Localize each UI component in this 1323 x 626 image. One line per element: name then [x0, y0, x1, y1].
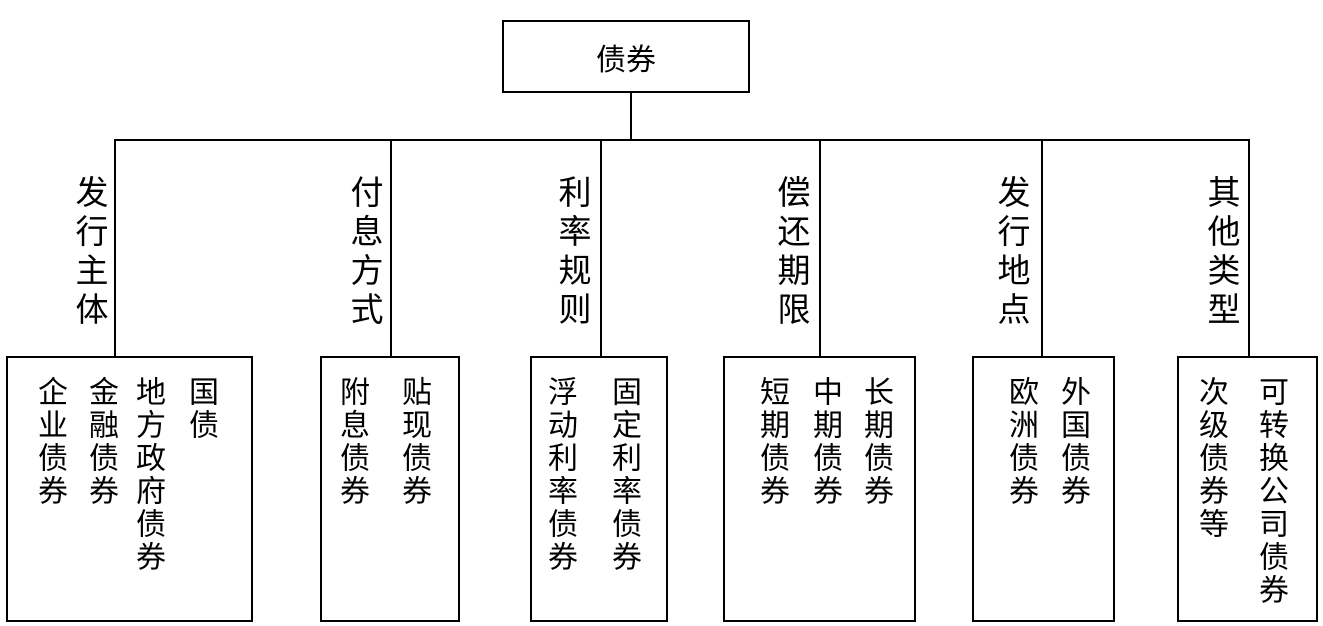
leaf-item: 浮动利率债券 [542, 376, 577, 574]
category-label-location: 发行地点 [992, 175, 1031, 331]
category-label-other: 其他类型 [1202, 175, 1241, 331]
leaf-box-issuer: 国债 地方政府债券 金融债券 企业债券 [6, 356, 253, 622]
category-label-interest-rate: 利率规则 [553, 175, 592, 331]
leaf-item: 中期债券 [807, 376, 842, 508]
main-bus-line [114, 139, 1250, 141]
connector-location [1041, 139, 1043, 356]
connector-interest-rate [600, 139, 602, 356]
category-label-issuer: 发行主体 [70, 175, 109, 331]
leaf-item: 可转换公司债券 [1253, 376, 1288, 607]
leaf-item: 长期债券 [858, 376, 893, 508]
leaf-box-interest-rate: 固定利率债券 浮动利率债券 [530, 356, 668, 622]
leaf-item: 固定利率债券 [606, 376, 641, 574]
leaf-item: 贴现债券 [396, 376, 431, 508]
connector-interest-payment [390, 139, 392, 356]
leaf-item: 外国债券 [1055, 376, 1090, 508]
leaf-box-maturity: 长期债券 中期债券 短期债券 [723, 356, 916, 622]
root-connector [630, 93, 632, 140]
connector-other [1248, 139, 1250, 356]
leaf-item: 次级债券等 [1193, 376, 1228, 541]
connector-maturity [819, 139, 821, 356]
category-label-interest-payment: 付息方式 [345, 175, 384, 331]
leaf-item: 国债 [183, 376, 218, 442]
leaf-box-other: 可转换公司债券 次级债券等 [1177, 356, 1318, 622]
leaf-item: 附息债券 [334, 376, 369, 508]
category-label-maturity: 偿还期限 [772, 175, 811, 331]
leaf-box-interest-payment: 贴现债券 附息债券 [320, 356, 460, 622]
root-node: 债券 [502, 20, 750, 93]
leaf-item: 欧洲债券 [1003, 376, 1038, 508]
leaf-item: 金融债券 [83, 376, 118, 508]
root-label: 债券 [596, 42, 656, 78]
leaf-item: 地方政府债券 [130, 376, 165, 574]
leaf-box-location: 外国债券 欧洲债券 [972, 356, 1115, 622]
leaf-item: 短期债券 [754, 376, 789, 508]
leaf-item: 企业债券 [32, 376, 67, 508]
connector-issuer [114, 139, 116, 356]
